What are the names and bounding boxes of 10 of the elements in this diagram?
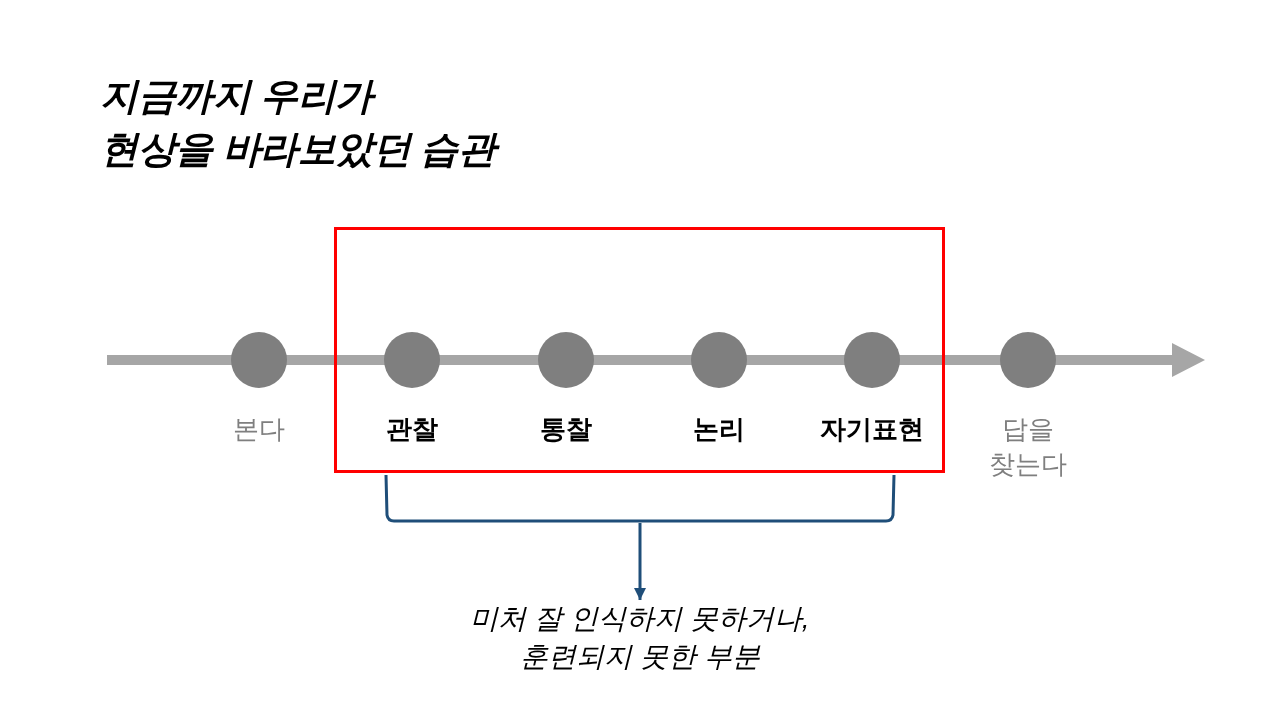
note-text: 미처 잘 인식하지 못하거나, 훈련되지 못한 부분 [445,600,835,676]
arrow [634,523,646,600]
step-label: 본다 [232,413,286,446]
step-label: 논리 [692,413,746,446]
step-label: 자기표현 [819,413,925,446]
step-label: 통찰 [539,413,593,446]
step-label: 답을 찾는다 [988,413,1068,481]
highlight-box [334,227,945,473]
bracket [382,473,898,523]
step-label: 관찰 [385,413,439,446]
